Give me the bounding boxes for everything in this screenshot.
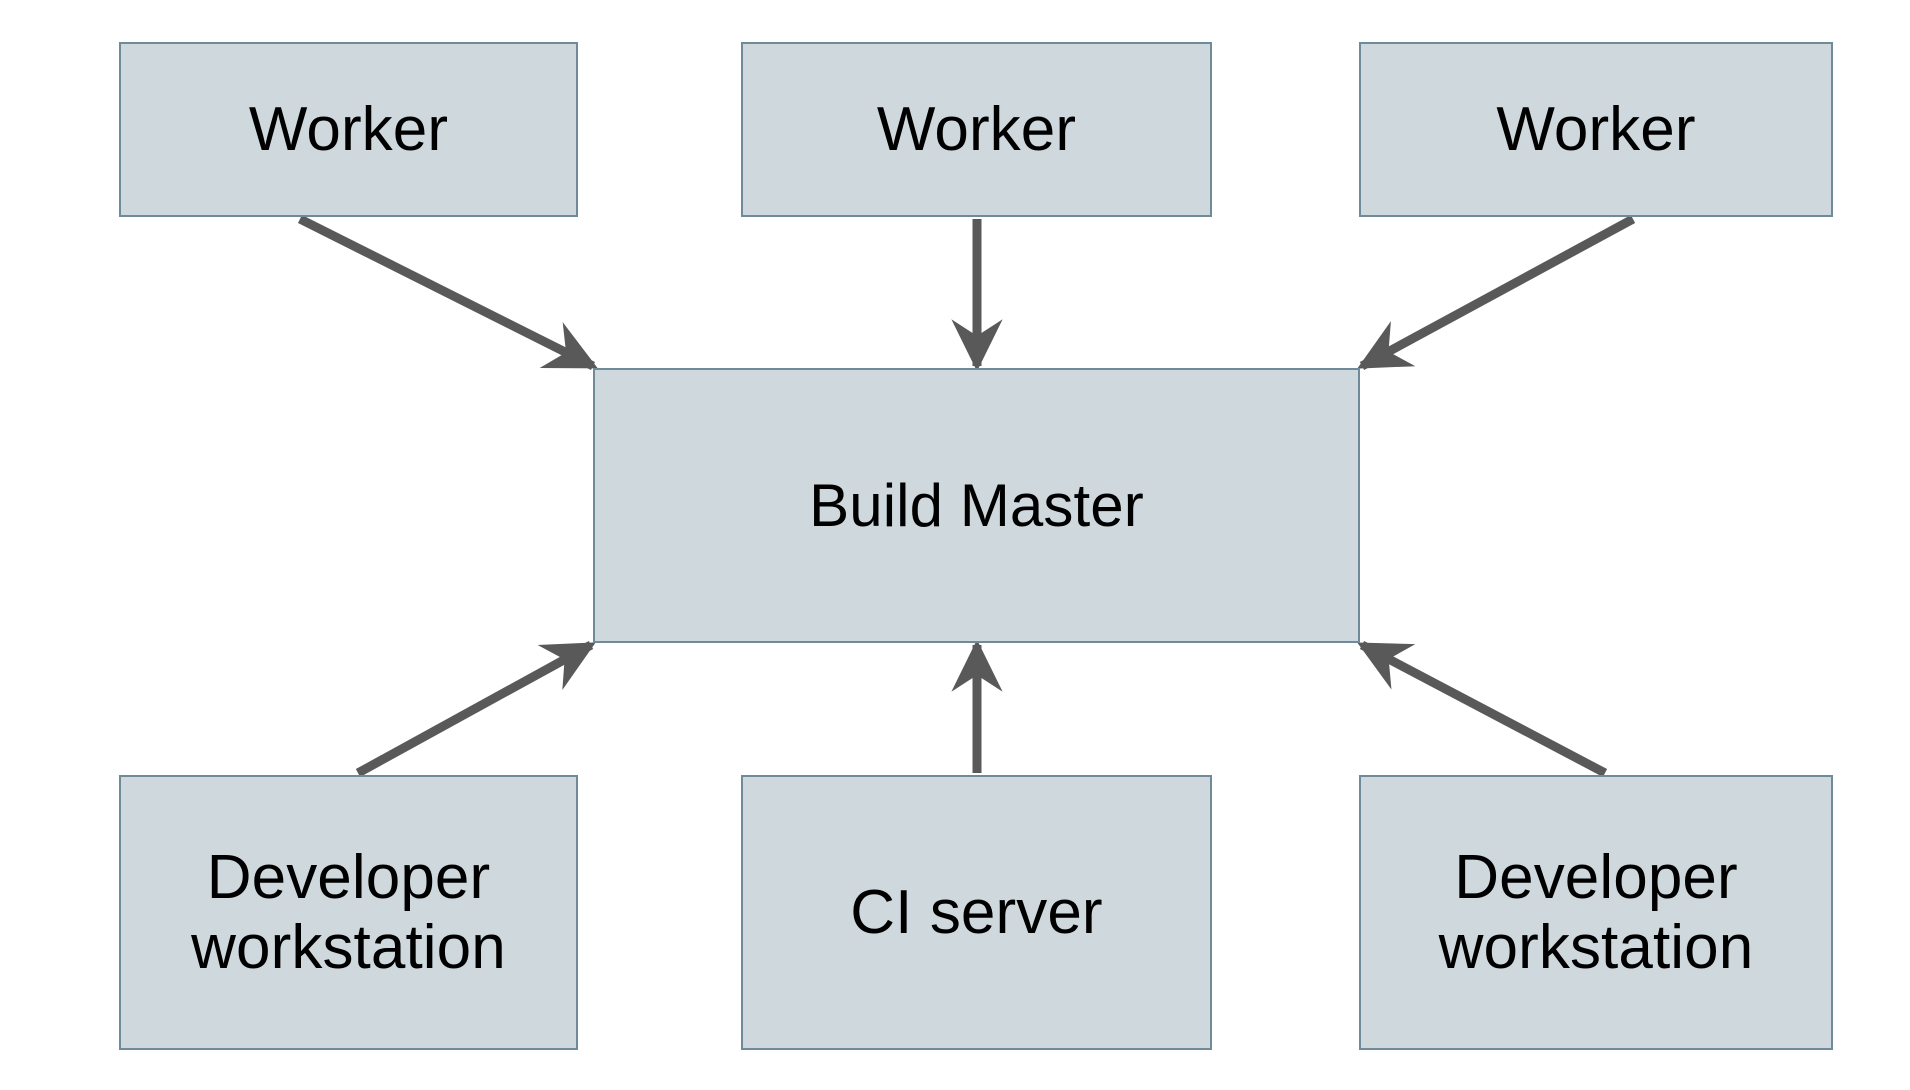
node-worker-1[interactable]: Worker (119, 42, 578, 217)
node-ci-server-label: CI server (850, 877, 1103, 947)
node-worker-3[interactable]: Worker (1359, 42, 1833, 217)
edge-developer-workstation-left-to-build-master (355, 641, 596, 777)
node-developer-workstation-left-label: Developer workstation (191, 843, 506, 982)
node-worker-2-label: Worker (876, 94, 1077, 164)
edge-worker-1-to-build-master (297, 214, 598, 371)
edge-developer-workstation-right-to-build-master (1357, 641, 1608, 777)
node-build-master-label: Build Master (809, 471, 1144, 539)
node-worker-2[interactable]: Worker (741, 42, 1212, 217)
node-worker-3-label: Worker (1496, 94, 1696, 164)
node-build-master[interactable]: Build Master (593, 368, 1360, 643)
node-developer-workstation-left[interactable]: Developer workstation (119, 775, 578, 1050)
node-ci-server[interactable]: CI server (741, 775, 1212, 1050)
node-developer-workstation-right[interactable]: Developer workstation (1359, 775, 1833, 1050)
edge-worker-3-to-build-master (1357, 215, 1636, 370)
node-worker-1-label: Worker (248, 94, 449, 164)
node-developer-workstation-right-label: Developer workstation (1438, 843, 1754, 982)
